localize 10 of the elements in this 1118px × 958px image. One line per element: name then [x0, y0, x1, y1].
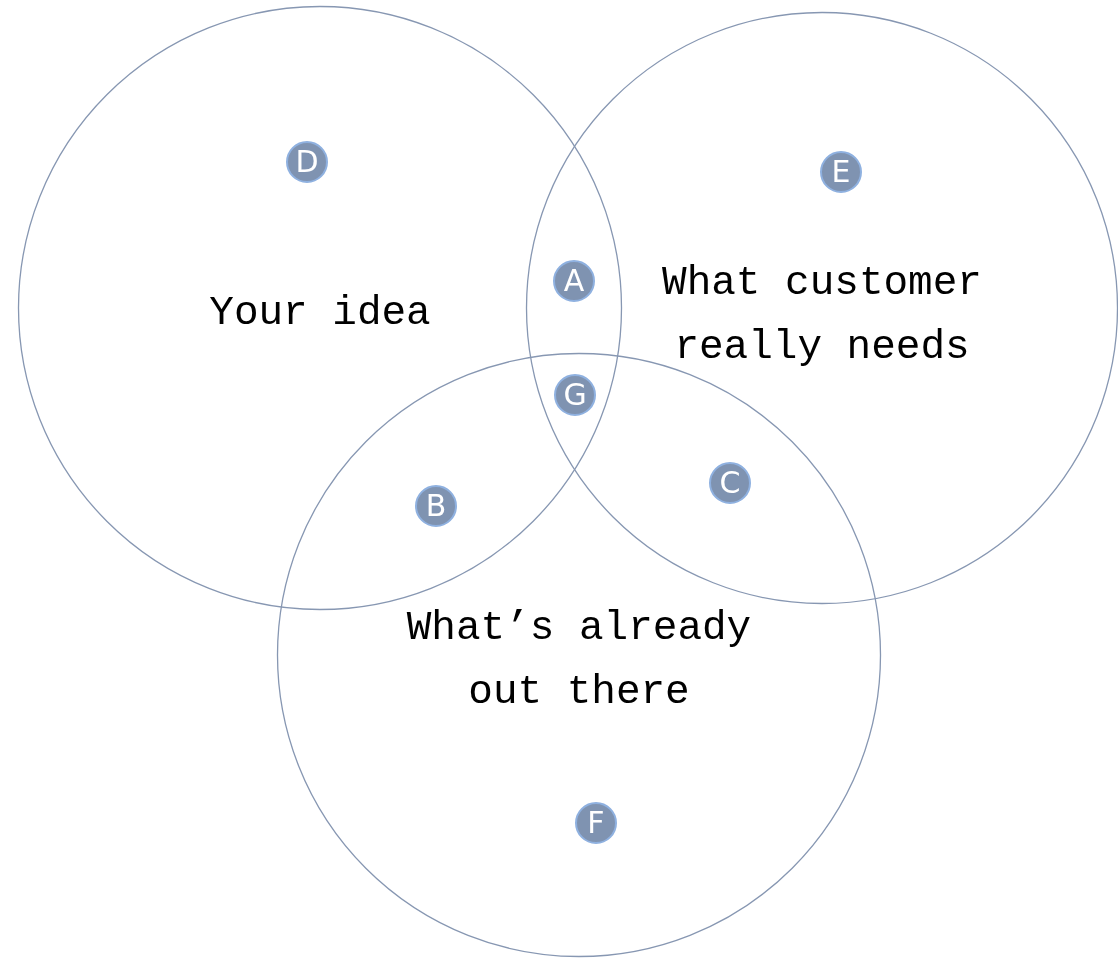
- letter-marker: B: [415, 485, 457, 527]
- circle-label: Your idea: [208, 289, 432, 338]
- letter-marker: F: [575, 802, 617, 844]
- letter-marker: A: [553, 260, 595, 302]
- circle-label: What’s already out there: [405, 604, 753, 717]
- letter-marker: G: [554, 374, 596, 416]
- letter-marker: D: [286, 141, 328, 183]
- letter-marker: C: [709, 462, 751, 504]
- letter-marker: E: [820, 151, 862, 193]
- circle-label: What customer really needs: [661, 259, 983, 372]
